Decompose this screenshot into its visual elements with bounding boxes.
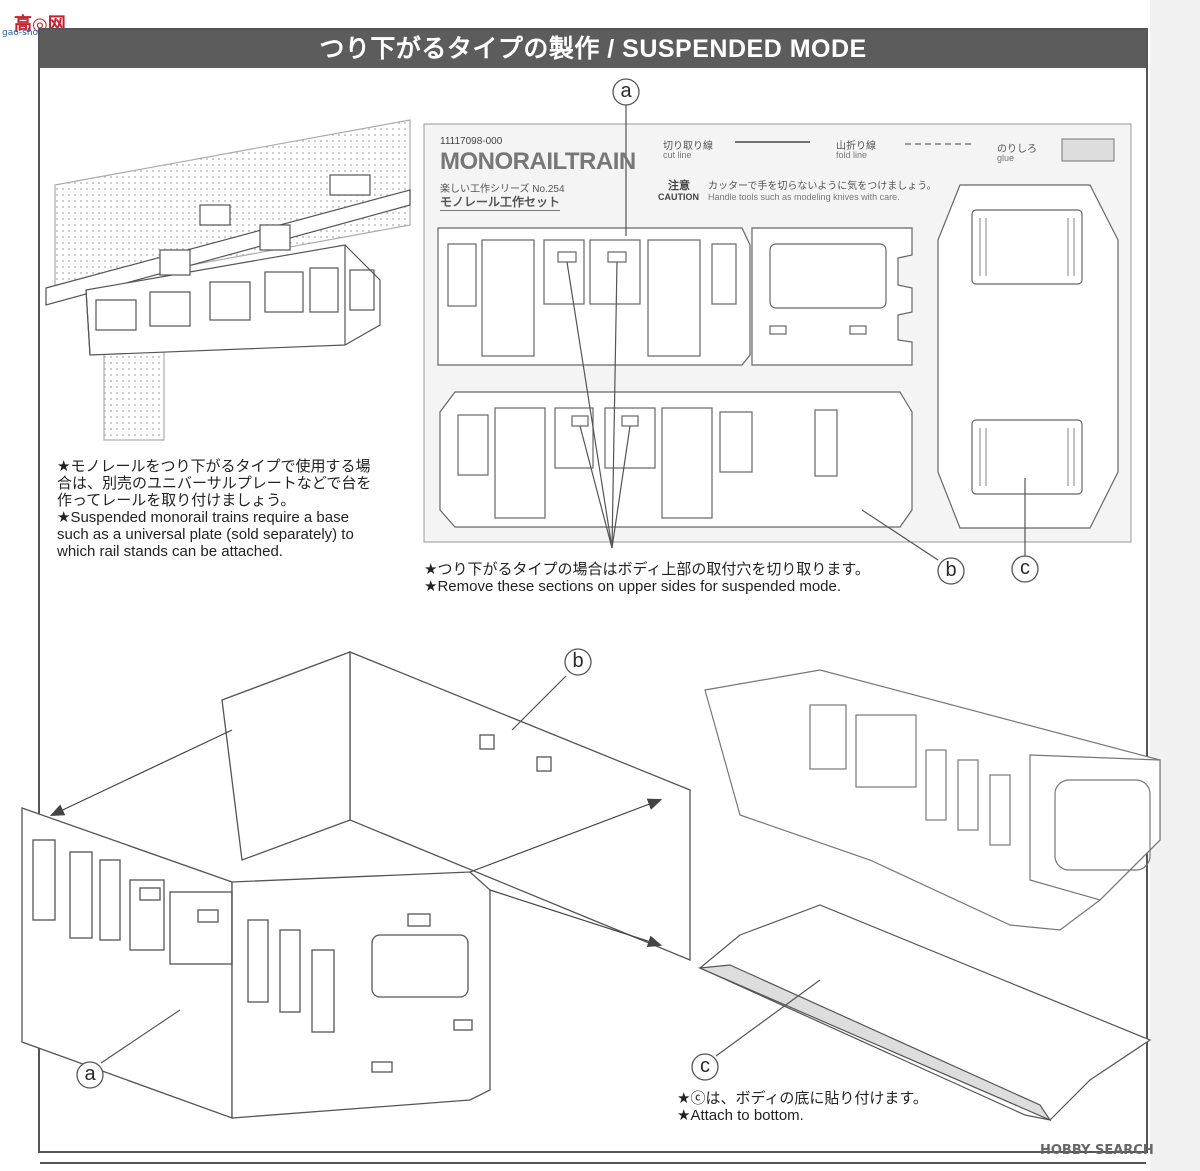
callout-a-bottom <box>76 1061 104 1089</box>
callout-b-bottom <box>564 648 592 676</box>
base-note: ★モノレールをつり下がるタイプで使用する場 合は、別売のユニバーサルプレートなど… <box>57 458 371 560</box>
base-note-line: 合は、別売のユニバーサルプレートなどで台を <box>57 475 372 492</box>
callout-a-top <box>612 78 640 106</box>
callout-a-top-label: a <box>620 80 632 102</box>
leader-lines-bottom <box>100 675 821 1064</box>
base-note-line: 作ってレールを取り付けましょう。 <box>57 492 296 509</box>
assembly-view-left <box>21 651 691 1119</box>
panel-b <box>439 391 913 528</box>
base-note-line: ★Suspended monorail trains require a bas… <box>57 509 349 526</box>
assembly-view-right <box>697 669 1161 1122</box>
callout-c-bottom-label: c <box>700 1055 710 1077</box>
logo-subtext: gao-shou.com <box>2 28 66 38</box>
instruction-frame <box>38 28 1148 1153</box>
remove-note: ★つり下がるタイプの場合はボディ上部の取付穴を切り取ります。 ★Remove t… <box>424 561 870 595</box>
legend-fold-en: fold line <box>836 150 868 160</box>
monorail-illustration <box>45 119 411 441</box>
base-note-line: which rail stands can be attached. <box>57 543 283 560</box>
callout-b-bottom-label: b <box>572 650 584 672</box>
legend-cut-en: cut line <box>663 150 692 160</box>
sheet-code: 11117098-000 <box>440 136 503 147</box>
callout-a-bottom-label: a <box>84 1063 96 1085</box>
caution-text-en: Handle tools such as modeling knives wit… <box>708 192 900 202</box>
sheet-product: モノレール工作セット <box>440 195 561 211</box>
callout-c-top <box>1011 555 1039 583</box>
base-note-line: ★モノレールをつり下がるタイプで使用する場 <box>57 458 371 475</box>
callout-c-bottom <box>691 1053 719 1081</box>
panel-c <box>937 184 1119 529</box>
legend-glue-label: のりしろ <box>997 144 1037 155</box>
footer-rule <box>40 1162 1146 1164</box>
attach-note-line: ★ⓒは、ボディの底に貼り付けます。 <box>677 1090 928 1107</box>
base-note-line: such as a universal plate (sold separate… <box>57 526 354 543</box>
callout-circles <box>76 78 1039 1089</box>
caution-text-jp: カッターで手を切らないように気をつけましょう。 <box>708 181 937 192</box>
sheet-series: 楽しい工作シリーズ No.254 <box>440 184 565 195</box>
panel-a <box>437 227 913 366</box>
sheet-brand: MONORAILTRAIN <box>440 148 636 175</box>
attach-note: ★ⓒは、ボディの底に貼り付けます。 ★Attach to bottom. <box>677 1090 928 1124</box>
callout-b-top-label: b <box>945 559 957 581</box>
legend-glue-en: glue <box>997 153 1015 163</box>
page-margin-strip <box>1150 0 1200 1171</box>
leader-lines-top <box>566 104 1026 561</box>
remove-note-line: ★Remove these sections on upper sides fo… <box>424 578 842 595</box>
section-header: つり下がるタイプの製作 / SUSPENDED MODE <box>40 30 1146 68</box>
legend-fold-label: 山折り線 <box>836 141 876 152</box>
callout-b-top <box>937 557 965 585</box>
page-title: つり下がるタイプの製作 / SUSPENDED MODE <box>319 35 867 63</box>
callout-c-top-label: c <box>1020 557 1030 579</box>
attach-note-line: ★Attach to bottom. <box>677 1107 804 1124</box>
caution-label-en: CAUTION <box>658 192 699 202</box>
caution-label-jp: 注意 <box>668 180 690 192</box>
legend-cut-label: 切り取り線 <box>663 141 713 152</box>
watermark: HOBBY SEARCH <box>1040 1143 1154 1158</box>
remove-note-line: ★つり下がるタイプの場合はボディ上部の取付穴を切り取ります。 <box>424 561 870 578</box>
